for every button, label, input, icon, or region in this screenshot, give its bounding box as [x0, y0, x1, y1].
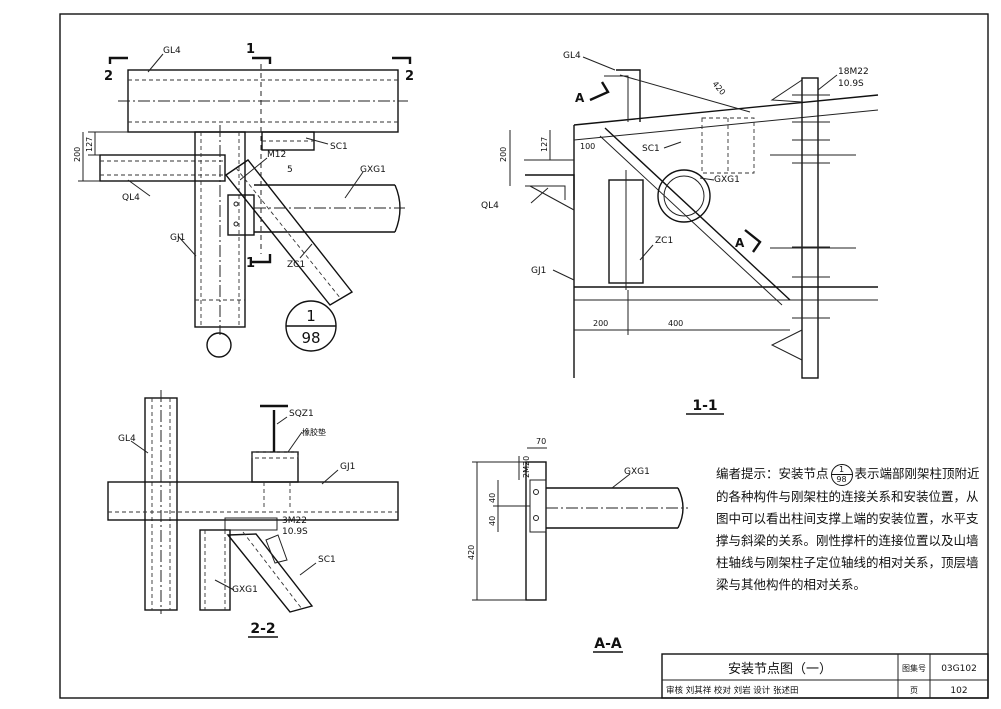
vaa-dim-420: 420: [467, 545, 476, 560]
sheet-border: [59, 13, 989, 699]
title-block-page-label: 页: [910, 686, 918, 695]
vaa-title: A-A: [594, 636, 622, 652]
editor-note-ref-top: 1: [831, 465, 852, 475]
v11-label-zc1: ZC1: [655, 236, 673, 246]
vaa-label-gxg1: GXG1: [624, 467, 650, 477]
v11-dim-127: 127: [540, 137, 549, 152]
v11-dim-400: 400: [668, 319, 683, 328]
view-a-a: [472, 447, 688, 653]
main-dim-127: 127: [85, 137, 94, 152]
view-2-2: [107, 390, 399, 638]
title-block-atlas-no: 03G102: [941, 664, 977, 674]
v11-label-bolts-top: 18M22: [838, 67, 869, 77]
v11-dim-100: 100: [580, 142, 595, 151]
v11-section-a-bottom: A: [735, 236, 745, 250]
editor-note-part1: 编者提示：安装节点: [716, 466, 829, 481]
title-block: [661, 653, 989, 699]
editor-note-ref-bottom: 98: [836, 474, 847, 484]
v22-label-sc1: SC1: [318, 555, 336, 565]
v22-label-gl4: GL4: [118, 434, 136, 444]
vaa-label-bolts: 2M20: [522, 456, 531, 478]
v11-dim-420: 420: [710, 80, 727, 97]
main-label-bolt: M12: [267, 150, 286, 160]
v11-label-gl4: GL4: [563, 51, 581, 61]
v11-section-a-top: A: [575, 91, 585, 105]
main-label-zc1: ZC1: [287, 260, 305, 270]
main-node-view: [78, 53, 412, 358]
v11-label-sc1: SC1: [642, 144, 660, 154]
main-label-sc1: SC1: [330, 142, 348, 152]
v22-label-bolts-bottom: 10.9S: [282, 527, 308, 537]
main-label-gj1: GJ1: [170, 233, 185, 243]
main-label-gl4: GL4: [163, 46, 181, 56]
title-block-signatures: 审核 刘其祥 校对 刘岩 设计 张述田: [666, 685, 799, 696]
v22-label-sqz1: SQZ1: [289, 409, 314, 419]
balloon-top-number: 1: [306, 307, 316, 325]
v22-label-gxg1: GXG1: [232, 585, 258, 595]
v11-title: 1-1: [692, 398, 717, 414]
v11-dim-200-bottom: 200: [593, 319, 608, 328]
v11-label-bolts-bottom: 10.9S: [838, 79, 864, 89]
main-section-mark-2-left: 2: [104, 69, 113, 84]
balloon-bottom-number: 98: [301, 329, 320, 347]
v22-label-bolts-top: 3M22: [282, 516, 307, 526]
main-label-gxg1: GXG1: [360, 165, 386, 175]
main-section-mark-1-top: 1: [246, 42, 255, 57]
vaa-dim-40-bottom: 40: [488, 516, 497, 526]
editor-note-part2: 表示端部刚架柱顶附近的各种构件与刚架柱的连接关系和安装位置，从图中可以看出柱间支…: [716, 466, 980, 592]
v11-label-gxg1: GXG1: [714, 175, 740, 185]
view-1-1: [509, 56, 879, 415]
main-section-mark-1-bottom: 1: [246, 256, 255, 271]
v11-label-gj1: GJ1: [531, 266, 546, 276]
title-block-atlas-label: 图集号: [902, 663, 926, 673]
main-section-mark-2-right: 2: [405, 69, 414, 84]
main-angle-5: 5: [287, 165, 293, 175]
title-block-title: 安装节点图（一）: [728, 662, 832, 677]
title-block-page-no: 102: [950, 686, 967, 696]
v22-title: 2-2: [250, 621, 275, 637]
v11-label-ql4: QL4: [481, 201, 499, 211]
vaa-dim-70: 70: [536, 437, 546, 446]
vaa-dim-40-top: 40: [488, 493, 497, 503]
main-dim-200: 200: [73, 147, 82, 162]
main-label-ql4: QL4: [122, 193, 140, 203]
v11-dim-200: 200: [499, 147, 508, 162]
v22-label-gj1: GJ1: [340, 462, 355, 472]
v22-label-rubber: 橡胶垫: [302, 427, 326, 437]
